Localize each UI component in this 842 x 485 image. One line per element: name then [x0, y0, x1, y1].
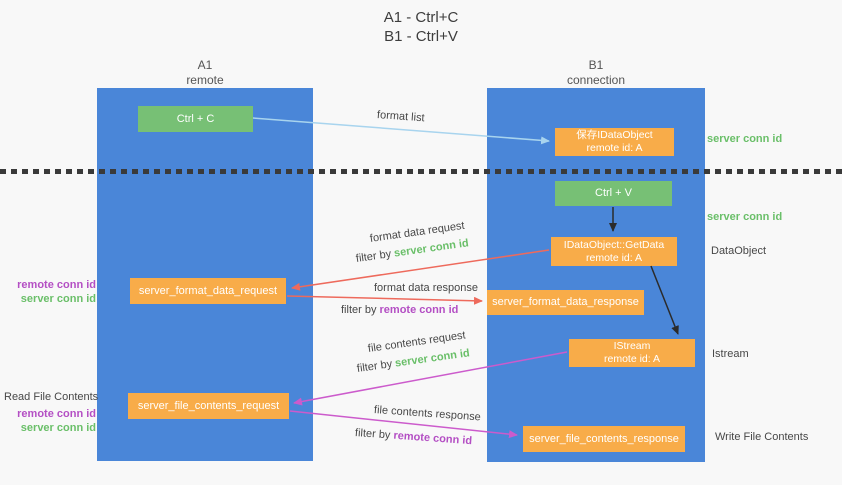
filter-by-text: filter by: [341, 304, 380, 316]
filter-by-text: filter by: [354, 427, 394, 442]
label-filter-by-remote-2: filter by remote conn id: [355, 427, 473, 447]
node-save-dataobject: 保存IDataObject remote id: A: [555, 128, 674, 156]
lane-left-header: A1 remote: [97, 58, 313, 88]
lane-left-id: A1: [197, 58, 213, 72]
title-line-2: B1 - Ctrl+V: [384, 28, 458, 45]
filter-server-conn-id: server conn id: [394, 347, 471, 370]
format-conn-id-pair: remote conn id server conn id: [8, 278, 96, 306]
label-istream: Istream: [712, 348, 749, 360]
filter-remote-conn-id: remote conn id: [379, 304, 459, 316]
lane-right-header: B1 connection: [487, 58, 705, 88]
node-server-format-data-response: server_format_data_response: [487, 290, 644, 315]
label-format-server-conn-id: server conn id: [20, 293, 96, 305]
node-save-dataobject-line2: remote id: A: [586, 142, 643, 154]
dotted-divider-line: [0, 169, 842, 174]
title-line-1: A1 - Ctrl+C: [383, 9, 459, 26]
node-istream: IStream remote id: A: [569, 339, 695, 367]
node-idataobject-getdata-line1: IDataObject::GetData: [563, 238, 665, 251]
label-read-file-contents: Read File Contents: [4, 391, 99, 403]
filter-by-text: filter by: [355, 247, 395, 265]
node-ctrl-v: Ctrl + V: [555, 181, 672, 206]
label-write-file-contents: Write File Contents: [715, 431, 809, 443]
label-server-conn-id-mid: server conn id: [707, 211, 783, 223]
node-istream-line2: remote id: A: [603, 353, 661, 365]
node-idataobject-getdata: IDataObject::GetData remote id: A: [551, 237, 677, 266]
lane-left-name: remote: [186, 73, 224, 87]
node-ctrl-c: Ctrl + C: [138, 106, 253, 132]
label-format-remote-conn-id: remote conn id: [17, 279, 96, 291]
lane-right-id: B1: [588, 58, 604, 72]
lane-right-name: connection: [566, 73, 626, 87]
label-filter-by-remote-1: filter by remote conn id: [341, 304, 458, 316]
arrow-format-data-response: [286, 295, 483, 305]
diagram-title: A1 - Ctrl+C B1 - Ctrl+V: [0, 8, 842, 46]
label-file-contents-response: file contents response: [373, 404, 482, 424]
filter-remote-conn-id: remote conn id: [393, 429, 473, 448]
label-format-data-response: format data response: [374, 282, 478, 294]
label-dataobject: DataObject: [711, 245, 767, 257]
node-idataobject-getdata-line2: remote id: A: [585, 251, 643, 264]
node-save-dataobject-line1: 保存IDataObject: [576, 129, 653, 141]
label-file-remote-conn-id: remote conn id: [17, 408, 96, 420]
node-istream-line1: IStream: [613, 340, 651, 352]
label-file-server-conn-id: server conn id: [20, 422, 96, 434]
file-conn-id-pair: remote conn id server conn id: [8, 407, 96, 435]
node-server-file-contents-request: server_file_contents_request: [128, 393, 289, 419]
node-server-file-contents-response: server_file_contents_response: [523, 426, 685, 452]
filter-server-conn-id: server conn id: [393, 237, 470, 260]
label-server-conn-id-top: server conn id: [707, 133, 783, 145]
label-format-list: format list: [376, 109, 425, 125]
node-server-format-data-request: server_format_data_request: [130, 278, 286, 304]
filter-by-text: filter by: [356, 357, 396, 375]
